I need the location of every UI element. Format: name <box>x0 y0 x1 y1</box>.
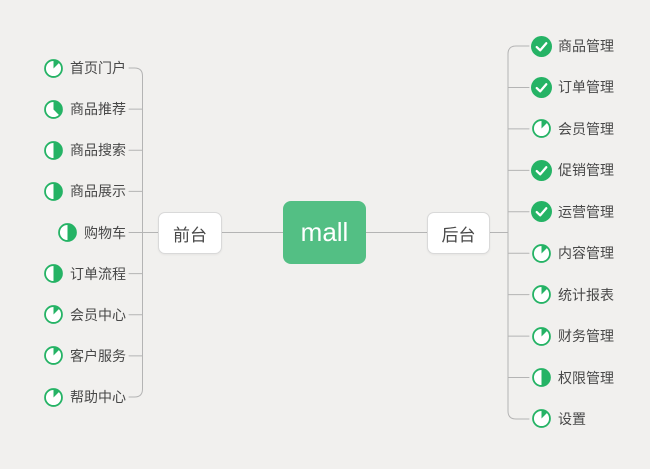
topic-label: 权限管理 <box>558 369 614 386</box>
topic-label: 首页门户 <box>70 60 126 76</box>
topic-label: 购物车 <box>84 224 126 241</box>
topic-node[interactable]: 商品推荐 <box>43 98 126 120</box>
topic-node[interactable]: 运营管理 <box>531 201 614 223</box>
topic-label: 统计报表 <box>558 286 614 303</box>
task-progress-pie-icon <box>531 284 552 305</box>
topic-label: 商品推荐 <box>70 101 126 118</box>
task-progress-pie-icon <box>531 408 552 429</box>
topic-label: 帮助中心 <box>70 389 126 405</box>
topic-node[interactable]: 商品展示 <box>43 180 126 202</box>
topic-label: 财务管理 <box>558 328 614 345</box>
topic-node[interactable]: 财务管理 <box>531 325 614 347</box>
topic-node[interactable]: 会员管理 <box>531 118 614 140</box>
task-done-check-icon <box>531 201 552 223</box>
task-progress-pie-icon <box>531 367 552 388</box>
topic-node[interactable]: 商品搜索 <box>43 139 126 161</box>
task-progress-pie-icon <box>43 387 64 408</box>
topic-node[interactable]: 首页门户 <box>43 57 126 79</box>
topic-label: 运营管理 <box>558 203 614 220</box>
topic-node[interactable]: 内容管理 <box>531 242 614 264</box>
task-progress-pie-icon <box>531 118 552 139</box>
topic-node[interactable]: 商品管理 <box>531 35 614 57</box>
topic-label: 设置 <box>558 410 586 427</box>
task-done-check-icon <box>531 76 552 98</box>
topic-node[interactable]: 订单流程 <box>43 263 126 285</box>
topic-label: 促销管理 <box>558 162 614 179</box>
topic-node[interactable]: 订单管理 <box>531 76 614 98</box>
topic-label: 商品搜索 <box>70 142 126 159</box>
topic-label: 内容管理 <box>558 245 614 262</box>
topic-label: 会员中心 <box>70 306 126 323</box>
task-progress-pie-icon <box>43 345 64 366</box>
branch-node-backend[interactable]: 后台 <box>427 212 490 254</box>
branch-node-frontend[interactable]: 前台 <box>158 212 222 254</box>
topic-label: 商品管理 <box>558 38 614 54</box>
task-progress-pie-icon <box>43 263 64 284</box>
root-topic-mall[interactable]: mall <box>283 201 366 264</box>
task-progress-pie-icon <box>531 243 552 264</box>
topic-node[interactable]: 帮助中心 <box>43 386 126 408</box>
topic-node[interactable]: 购物车 <box>57 222 126 244</box>
task-progress-pie-icon <box>43 58 64 79</box>
topic-label: 客户服务 <box>70 347 126 364</box>
task-progress-pie-icon <box>531 326 552 347</box>
topic-node[interactable]: 设置 <box>531 408 586 430</box>
topic-node[interactable]: 促销管理 <box>531 159 614 181</box>
topic-label: 商品展示 <box>70 183 126 200</box>
topic-node[interactable]: 会员中心 <box>43 304 126 326</box>
branch-node-label: 后台 <box>441 225 476 245</box>
topic-label: 订单管理 <box>558 79 614 96</box>
branch-node-label: 前台 <box>173 225 207 245</box>
task-progress-pie-icon <box>57 222 78 243</box>
topic-label: 会员管理 <box>558 120 614 137</box>
topic-node[interactable]: 客户服务 <box>43 345 126 367</box>
task-done-check-icon <box>531 35 552 57</box>
task-progress-pie-icon <box>43 140 64 161</box>
topic-node[interactable]: 统计报表 <box>531 284 614 306</box>
task-progress-pie-icon <box>43 99 64 120</box>
topic-node[interactable]: 权限管理 <box>531 367 614 389</box>
task-progress-pie-icon <box>43 304 64 325</box>
task-progress-pie-icon <box>43 181 64 202</box>
topic-label: 订单流程 <box>70 265 126 282</box>
root-topic-label: mall <box>300 217 349 247</box>
task-done-check-icon <box>531 159 552 181</box>
